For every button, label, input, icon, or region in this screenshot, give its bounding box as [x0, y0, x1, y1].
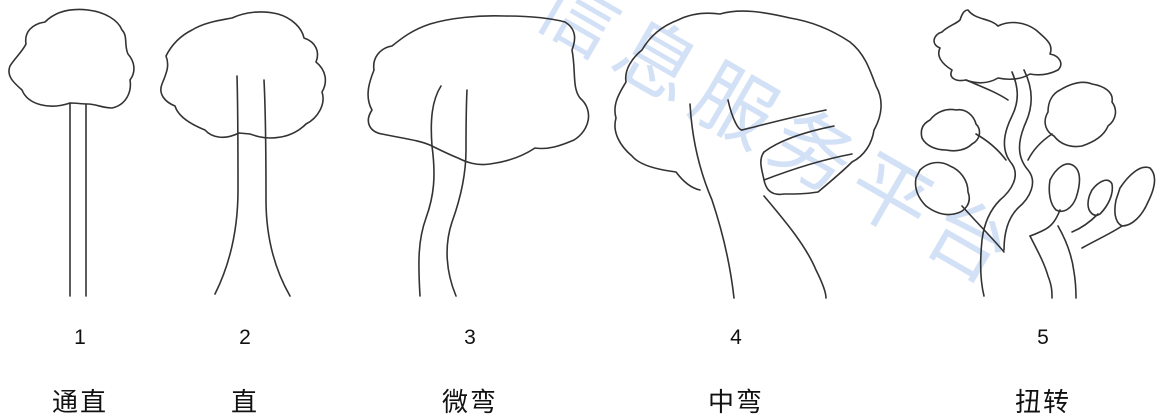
tree-4-crown [614, 10, 882, 196]
tree-5-crown-top [933, 9, 1062, 84]
tree-5-trunk-lower-right [1057, 225, 1077, 299]
tree-5-crown-left-low [914, 161, 970, 216]
tree-2-crown [160, 11, 327, 139]
tree-4-caption: 4 中弯 [686, 0, 786, 418]
tree-5-crown-right [1044, 81, 1117, 148]
tree-5-crown-right-mid [1048, 163, 1081, 213]
tree-5-trunk-left [979, 71, 1019, 297]
tree-5-trunk-right [1003, 69, 1034, 251]
tree-4-drawing [614, 10, 882, 299]
tree-5-branch-left-low [961, 205, 1005, 253]
tree-5-branch-right-small [1071, 213, 1099, 233]
tree-3-drawing [367, 15, 590, 297]
tree-2-caption: 2 直 [195, 0, 295, 418]
tree-4-number: 4 [730, 326, 742, 349]
tree-5-caption: 5 扭转 [993, 0, 1093, 418]
tree-4-branch-lower [763, 153, 853, 181]
tree-5-crown-right-small [1087, 179, 1114, 217]
tree-5-branch-far-right [1081, 225, 1123, 249]
tree-4-branch-mid [763, 125, 835, 153]
tree-5-crown-far-right [1114, 166, 1156, 227]
tree-5-branch-right-mid [1027, 133, 1053, 161]
tree-1-number: 1 [74, 326, 86, 349]
tree-5-number: 5 [1037, 326, 1049, 349]
tree-1-caption: 1 通直 [30, 0, 130, 418]
tree-3-number: 3 [464, 326, 476, 349]
tree-3-caption: 3 微弯 [420, 0, 520, 418]
tree-5-branch-left-mid [975, 133, 1007, 161]
tree-3-trunk-left [418, 85, 442, 297]
tree-4-trunk-right [727, 99, 827, 299]
tree-4-trunk-left [689, 103, 735, 299]
tree-5-drawing [914, 9, 1156, 299]
tree-2-label: 直 [230, 388, 259, 418]
tree-4-branch-upper [741, 109, 827, 131]
tree-5-label: 扭转 [1014, 388, 1071, 418]
tree-1-crown [8, 8, 135, 109]
tree-2-trunk-left [214, 75, 239, 295]
tree-1-drawing [8, 8, 135, 297]
tree-2-drawing [160, 11, 327, 297]
tree-4-label: 中弯 [707, 388, 764, 418]
tree-2-number: 2 [239, 326, 251, 349]
tree-2-trunk-right [263, 79, 291, 297]
tree-3-trunk-right [446, 89, 468, 297]
tree-1-label: 通直 [51, 388, 108, 418]
tree-5-branch-left-top [965, 79, 1009, 101]
tree-5-crown-left-mid [920, 108, 981, 152]
tree-5-trunk-lower-left [1029, 235, 1053, 299]
tree-3-label: 微弯 [441, 388, 498, 418]
tree-5-branch-right-low [1029, 209, 1061, 237]
tree-3-crown [367, 15, 590, 166]
